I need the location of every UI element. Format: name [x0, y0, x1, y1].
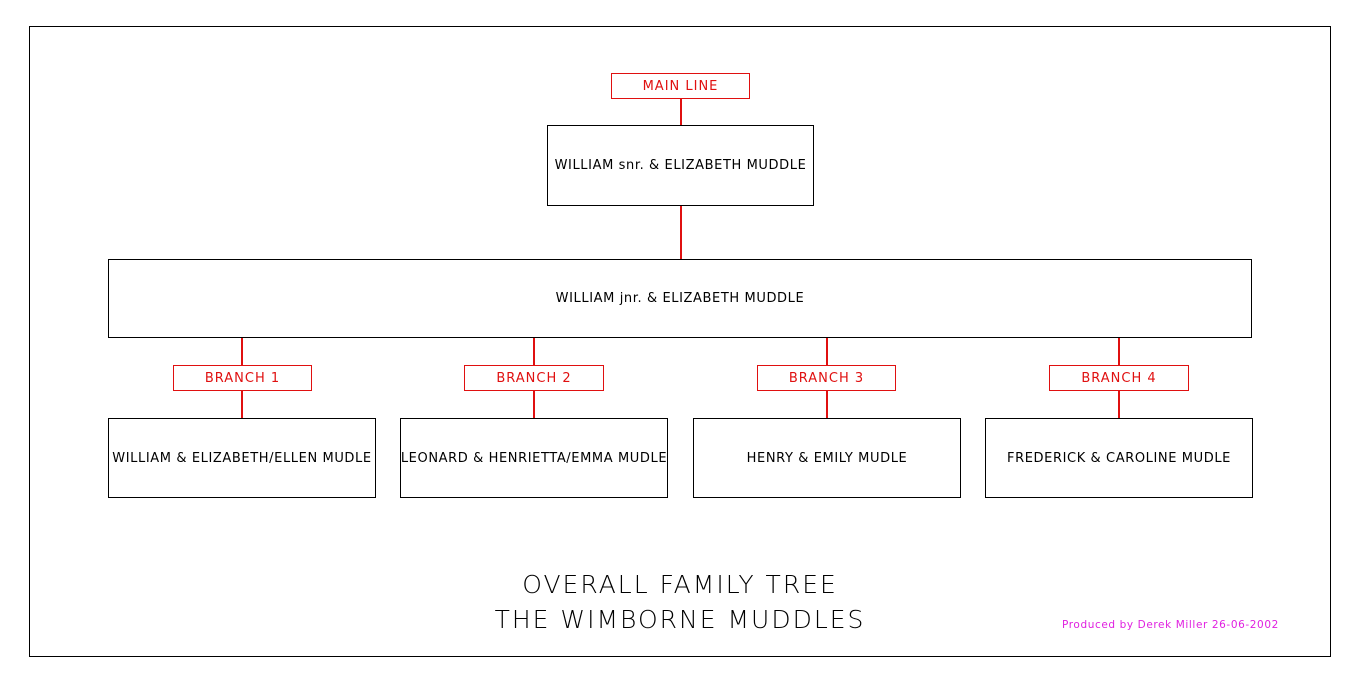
second-generation-box: WILLIAM jnr. & ELIZABETH MUDDLE: [108, 259, 1252, 338]
branch-3-connector-lower: [826, 391, 828, 418]
branch-2-label: BRANCH 2: [464, 365, 604, 391]
drawing-frame: [29, 26, 1331, 657]
credit-text: Produced by Derek Miller 26-06-2002: [1062, 619, 1279, 631]
branch-1-connector-upper: [241, 338, 243, 365]
root-couple-box: WILLIAM snr. & ELIZABETH MUDDLE: [547, 125, 814, 206]
branch-1-label: BRANCH 1: [173, 365, 312, 391]
title-line-2: THE WIMBORNE MUDDLES: [494, 605, 866, 634]
branch-1-family-box: WILLIAM & ELIZABETH/ELLEN MUDLE: [108, 418, 376, 498]
branch-3-connector-upper: [826, 338, 828, 365]
branch-3-family-box: HENRY & EMILY MUDLE: [693, 418, 961, 498]
branch-2-family-box: LEONARD & HENRIETTA/EMMA MUDLE: [400, 418, 668, 498]
main-line-label: MAIN LINE: [611, 73, 750, 99]
branch-4-family-box: FREDERICK & CAROLINE MUDLE: [985, 418, 1253, 498]
branch-2-connector-lower: [533, 391, 535, 418]
branch-4-connector-upper: [1118, 338, 1120, 365]
branch-4-connector-lower: [1118, 391, 1120, 418]
branch-2-connector-upper: [533, 338, 535, 365]
title-line-1: OVERALL FAMILY TREE: [522, 570, 838, 599]
root-to-second-connector: [680, 206, 682, 259]
main-line-connector: [680, 99, 682, 125]
branch-3-label: BRANCH 3: [757, 365, 896, 391]
branch-4-label: BRANCH 4: [1049, 365, 1189, 391]
branch-1-connector-lower: [241, 391, 243, 418]
